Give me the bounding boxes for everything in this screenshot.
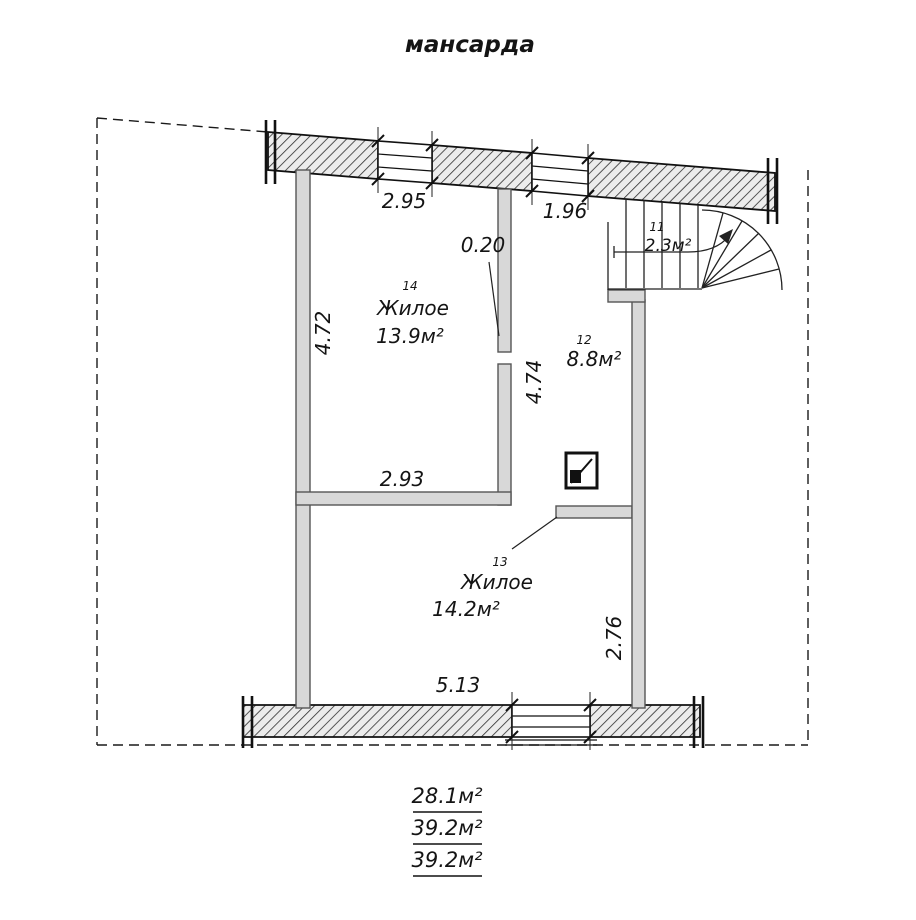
room12-area: 8.8м² [567,347,622,371]
dimension-room14-width: 2.93 [380,467,425,491]
left-wall [295,169,311,709]
room14-name: Жилое [375,296,449,320]
staircase [607,199,783,291]
room11-number: 11 [649,220,664,234]
top-wall [264,120,779,224]
dimension-wall-thickness: 0.20 [461,233,506,257]
interior-walls [295,169,646,709]
stair-direction-arrow [613,229,733,258]
total-living-area: 28.1м² [411,784,483,808]
room14-bottom-wall [295,491,512,506]
electrical-panel-symbol [564,451,599,490]
dimension-right-wall: 2.76 [602,616,626,661]
room-divider-wall [555,505,633,519]
room14-number: 14 [402,279,417,293]
leader-line [488,261,558,550]
dimension-ticks [371,127,595,210]
dimension-ticks [505,692,597,750]
total-area: 39.2м² [411,816,483,840]
room11-area: 2.3м² [645,236,692,256]
total-overall-area: 39.2м² [411,848,483,872]
stair-wall-stub [607,289,646,303]
dimension-left-wall: 4.72 [311,311,335,356]
dimension-mid-wall: 4.74 [522,360,546,405]
room12-number: 12 [576,333,591,347]
dashed-boundary [96,117,809,746]
room13-name: Жилое [459,570,533,594]
mid-wall-upper [497,188,512,353]
window [505,704,597,746]
dimension-bottom-width: 5.13 [436,673,481,697]
window [531,152,589,197]
right-wall [631,299,646,709]
window [377,140,433,184]
room13-number: 13 [492,555,507,569]
dimension-window-left: 2.95 [382,189,427,213]
room13-area: 14.2м² [432,597,500,621]
mid-wall-lower [497,363,512,506]
bottom-wall [241,692,705,750]
wall-end-cap [264,120,779,224]
wall-end-cap [241,696,705,748]
dimension-window-right: 1.96 [543,199,588,223]
room14-area: 13.9м² [376,324,444,348]
drawing-title: мансарда [405,32,535,58]
area-totals: 28.1м² 39.2м² 39.2м² [411,784,483,877]
